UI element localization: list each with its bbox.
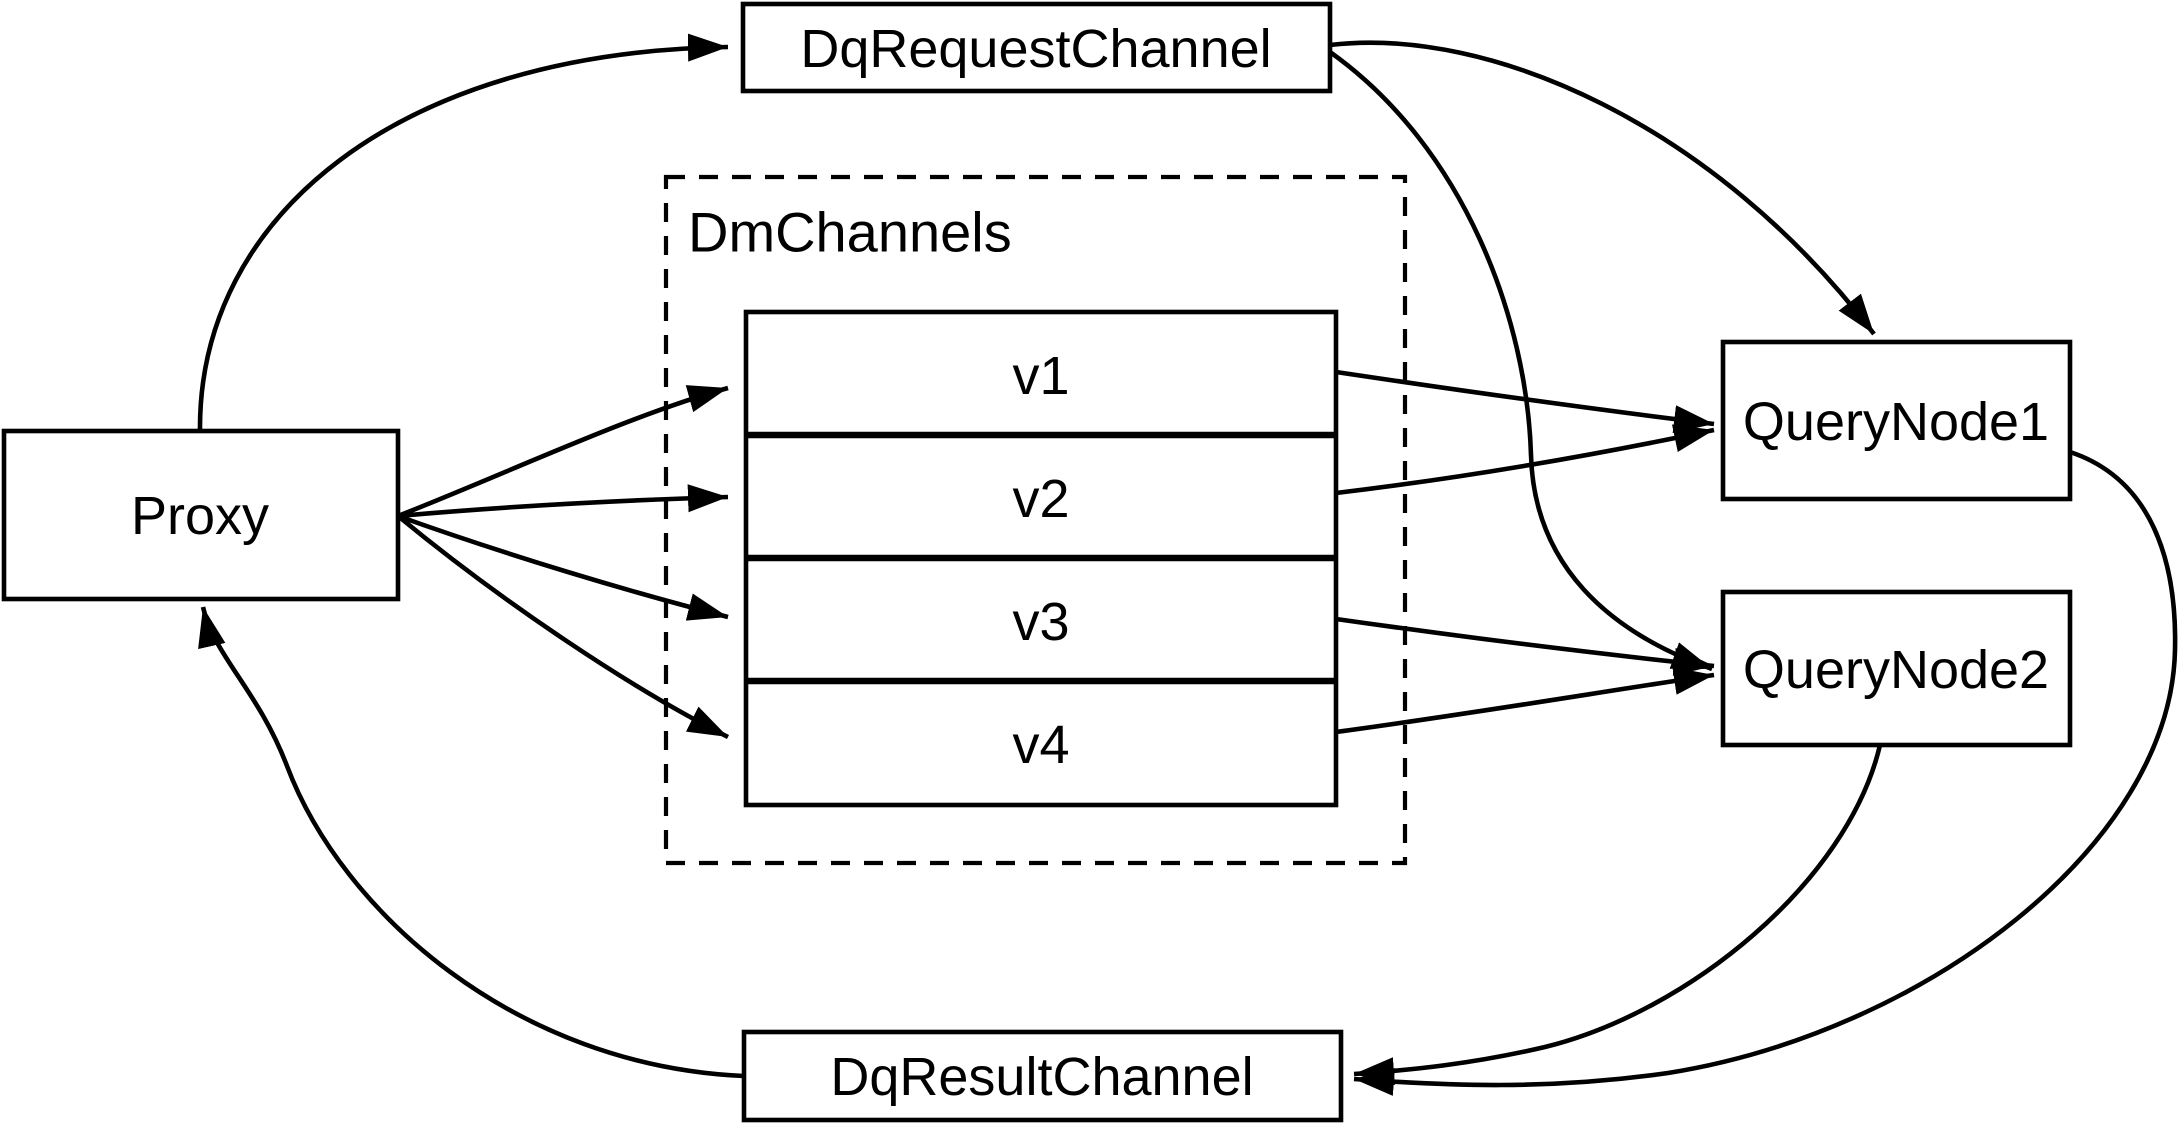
proxy-node-box	[1, 428, 401, 602]
edge-dqresultchannel-to-proxy	[198, 606, 745, 1079]
dm-channels-group-border	[663, 174, 1408, 866]
query-node-1-box	[1720, 339, 2073, 502]
edge-proxy-to-v3	[397, 513, 729, 621]
channel-v3-label: v3	[1012, 592, 1069, 652]
dq-result-channel-node-label: DqResultChannel	[830, 1047, 1253, 1107]
edge-proxy-to-v1	[397, 385, 729, 519]
dq-result-channel-node-box	[741, 1029, 1344, 1123]
edge-v2-to-querynode1	[1335, 424, 1715, 496]
edge-proxy-to-v2	[397, 484, 729, 519]
query-node-2-label: QueryNode2	[1743, 640, 2049, 700]
edge-v1-to-querynode1	[1335, 369, 1715, 434]
proxy-node-label: Proxy	[131, 486, 269, 546]
channel-v4-label: v4	[1012, 715, 1069, 775]
query-node-2: QueryNode2	[1720, 589, 2073, 748]
dm-channels-group-label: DmChannels	[688, 201, 1012, 264]
edges-layer	[197, 33, 2178, 1096]
channel-stack: v1 v2 v3 v4	[743, 309, 1339, 808]
edge-dqrequestchannel-to-querynode2	[1328, 50, 1713, 672]
dm-channels-group: DmChannels v1 v2 v3 v4	[663, 174, 1408, 866]
dq-request-channel-node-label: DqRequestChannel	[800, 19, 1271, 79]
query-node-2-box	[1720, 589, 2073, 748]
proxy-node: Proxy	[1, 428, 401, 602]
dq-request-channel-node-box	[740, 1, 1333, 94]
edge-querynode1-to-dqresultchannel	[1353, 449, 2178, 1096]
edge-proxy-to-dqrequestchannel	[197, 33, 729, 432]
edge-v3-to-querynode2	[1335, 616, 1715, 676]
edge-proxy-to-v4	[396, 514, 730, 740]
channel-v1-label: v1	[1012, 346, 1069, 406]
dq-request-channel-node: DqRequestChannel	[740, 1, 1333, 94]
query-node-1: QueryNode1	[1720, 339, 2073, 502]
query-node-1-label: QueryNode1	[1743, 392, 2049, 452]
edge-dqrequestchannel-to-querynode1	[1329, 40, 1876, 336]
edge-querynode2-to-dqresultchannel	[1353, 744, 1883, 1086]
channel-v2-label: v2	[1012, 469, 1069, 529]
dq-result-channel-node: DqResultChannel	[741, 1029, 1344, 1123]
edge-v4-to-querynode2	[1335, 667, 1715, 735]
